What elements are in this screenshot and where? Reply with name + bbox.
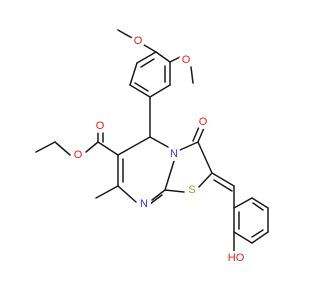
- bond: [233, 231, 253, 244]
- bond: [197, 172, 213, 189]
- atom-label: O: [74, 149, 83, 161]
- bond: [190, 66, 194, 84]
- bond: [129, 84, 151, 98]
- bond: [151, 189, 166, 201]
- bond: [164, 160, 175, 191]
- atom-o-methoxy-right: O: [179, 53, 193, 67]
- atom-o-methoxy-top: O: [131, 34, 145, 48]
- bond: [164, 189, 185, 193]
- bond: [95, 185, 119, 199]
- bond: [233, 197, 253, 209]
- bond: [140, 58, 155, 68]
- atom-labels: O O O O O N N S: [71, 34, 248, 265]
- atom-label: O: [134, 35, 143, 47]
- bond: [143, 44, 157, 53]
- bond: [252, 202, 264, 211]
- bond: [134, 82, 149, 92]
- bond: [117, 136, 151, 156]
- atom-n-ring-imine: N: [137, 197, 151, 211]
- bond: [129, 62, 138, 86]
- bonds: [35, 29, 269, 253]
- atom-o-ester-ether: O: [71, 148, 85, 162]
- atom-label: N: [140, 198, 148, 210]
- bond: [197, 141, 213, 174]
- bond: [155, 51, 171, 63]
- bond: [136, 51, 157, 64]
- bond: [85, 141, 99, 153]
- atom-label: O: [96, 120, 105, 132]
- molecule-structure: O O O O O N N S: [35, 29, 269, 265]
- bond: [213, 179, 233, 192]
- atom-label: N: [170, 148, 178, 160]
- atom-label: O: [199, 116, 208, 128]
- atom-label: HO: [228, 252, 245, 264]
- bond: [251, 231, 269, 244]
- bond: [149, 136, 169, 148]
- atom-oh-phenol: HO: [224, 251, 248, 265]
- bond: [179, 141, 199, 151]
- bond: [97, 141, 119, 156]
- bond: [149, 84, 171, 98]
- bond: [251, 197, 269, 209]
- bond: [149, 194, 163, 205]
- atom-o-ketone: O: [196, 115, 210, 129]
- atom-n-ring-fused: N: [167, 147, 181, 161]
- bond: [211, 172, 235, 187]
- bond: [251, 229, 264, 238]
- bond: [117, 29, 133, 39]
- atom-s-thiazole: S: [185, 183, 199, 197]
- bond: [197, 127, 205, 143]
- atom-label: O: [182, 54, 191, 66]
- atom-o-ester-carbonyl: O: [93, 119, 107, 133]
- bond: [192, 126, 200, 142]
- bond: [54, 141, 71, 156]
- bond: [117, 185, 137, 203]
- atom-label: S: [188, 184, 195, 196]
- bond: [35, 141, 56, 153]
